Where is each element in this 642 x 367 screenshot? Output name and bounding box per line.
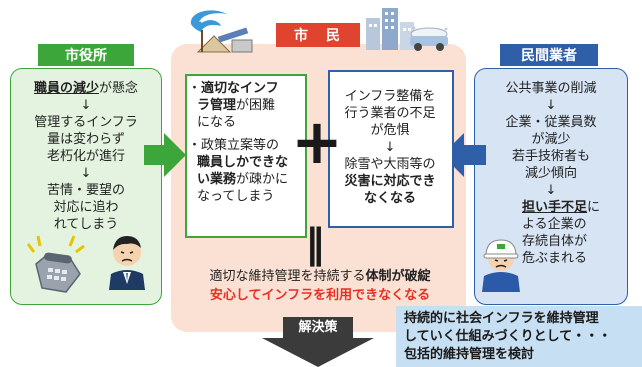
managed-line3: 老朽化が進行 xyxy=(46,149,125,164)
public-works-reduction: 公共事業の削減 xyxy=(505,81,597,96)
infra-management-text: 適切なインフ xyxy=(201,81,279,96)
down-arrow-icon: ↓ xyxy=(384,140,396,155)
decrease-line: が減少 xyxy=(531,132,571,147)
result-text: 適切な維持管理を持続する体制が破綻 安心してインフラを利用できなくなる xyxy=(176,267,464,305)
snow-car-icon xyxy=(410,26,448,51)
feared-line: が危惧 xyxy=(370,123,410,138)
solution-label: 解決策 xyxy=(298,320,338,335)
difficult-text: が困難 xyxy=(236,98,276,113)
result-normal: 適切な維持管理を持続する xyxy=(209,269,366,284)
neglected-text: が疎かに xyxy=(236,172,289,187)
complaint-line1: 苦情・要望の xyxy=(46,183,125,198)
survival-line: 存続自体が xyxy=(522,234,588,249)
labor-shortage-suffix: に xyxy=(587,200,601,215)
citizen-right-box xyxy=(328,70,454,228)
bullet: ・ xyxy=(188,138,202,153)
city-office-panel xyxy=(10,68,162,305)
company-count-line: 企業・従業員数 xyxy=(505,115,597,130)
down-arrow-icon: ↓ xyxy=(80,166,92,181)
citizen-left-box xyxy=(185,74,307,238)
tasks-text: い業務 xyxy=(197,172,237,187)
result-red: 安心してインフラを利用できなくなる xyxy=(209,288,431,303)
private-sector-title: 民間業者 xyxy=(500,44,598,66)
concern-text: が懸念 xyxy=(99,81,139,96)
becomes-text: になる xyxy=(197,115,237,130)
citizen-right-text: インフラ整備を 行う業者の不足 が危惧 ↓ 除雪や大雨等の 災害に対応でき なく… xyxy=(331,88,449,207)
staff-reduction-text: 職員の減少 xyxy=(33,81,99,96)
staff-only-text: 職員しかできな xyxy=(197,155,289,170)
solution-line3: 包括的維持管理を検討 xyxy=(404,347,535,362)
solution-line2: していく仕組みづくりとして・・・ xyxy=(404,329,612,344)
solution-line1: 持続的に社会インフラを維持管理 xyxy=(404,311,599,326)
bullet: ・ xyxy=(188,81,202,96)
infra-maintenance-line: インフラ整備を xyxy=(344,89,436,104)
private-sector-text: 公共事業の削減 ↓ 企業・従業員数 が減少 若手技術者も 減少傾向 ↓ 担い手不… xyxy=(476,80,626,267)
decline-trend-line: 減少傾向 xyxy=(524,166,577,181)
contractor-shortage-line: 行う業者の不足 xyxy=(344,106,436,121)
policy-text: 政策立案等の xyxy=(201,138,280,153)
collapsed-house-icon xyxy=(196,27,253,53)
down-arrow-icon: ↓ xyxy=(80,98,92,113)
solution-box xyxy=(396,306,642,367)
managed-line2: 量は変わらず xyxy=(47,132,125,147)
labor-shortage-text: 担い手不足 xyxy=(522,200,588,215)
result-bold: 体制が破綻 xyxy=(365,269,431,284)
ringing-phone-icon xyxy=(26,235,85,293)
infra-management-text2: ラ管理 xyxy=(197,98,237,113)
citizen-left-text: ・適切なインフ ラ管理が困難 になる ・政策立案等の 職員しかできな い業務が疎… xyxy=(188,80,304,205)
complaint-line3: れてしまう xyxy=(53,217,119,232)
plus-sign: + xyxy=(291,105,343,178)
construction-worker-icon xyxy=(482,239,520,292)
typhoon-icon xyxy=(190,10,227,32)
managed-line1: 管理するインフラ xyxy=(34,115,138,130)
endangered-line: 危ぶまれる xyxy=(522,251,588,266)
down-arrow-icon: ↓ xyxy=(545,183,557,198)
disaster-response-line: 災害に対応でき xyxy=(344,174,436,189)
citizens-title: 市 民 xyxy=(276,23,360,47)
end-up-text: なってしまう xyxy=(197,189,275,204)
unable-line: なくなる xyxy=(363,191,416,206)
solution-text: 持続的に社会インフラを維持管理 していく仕組みづくりとして・・・ 包括的維持管理… xyxy=(404,310,640,364)
city-office-text: 職員の減少が懸念 ↓ 管理するインフラ 量は変わらず 老朽化が進行 ↓ 苦情・要… xyxy=(12,80,160,233)
green-right-arrow-icon xyxy=(144,133,186,177)
solution-label-box xyxy=(283,317,353,339)
snow-rain-line: 除雪や大雨等の xyxy=(344,157,436,172)
down-arrow-icon: ↓ xyxy=(545,98,557,113)
equals-sign: ‖ xyxy=(305,221,325,267)
worried-worker-icon xyxy=(109,236,145,290)
city-office-title: 市役所 xyxy=(38,44,134,66)
solution-down-arrow-icon xyxy=(262,338,374,367)
complaint-line2: 対応に追わ xyxy=(53,200,119,215)
young-engineer-line: 若手技術者も xyxy=(511,149,590,164)
company-line: よる企業の xyxy=(522,217,587,232)
